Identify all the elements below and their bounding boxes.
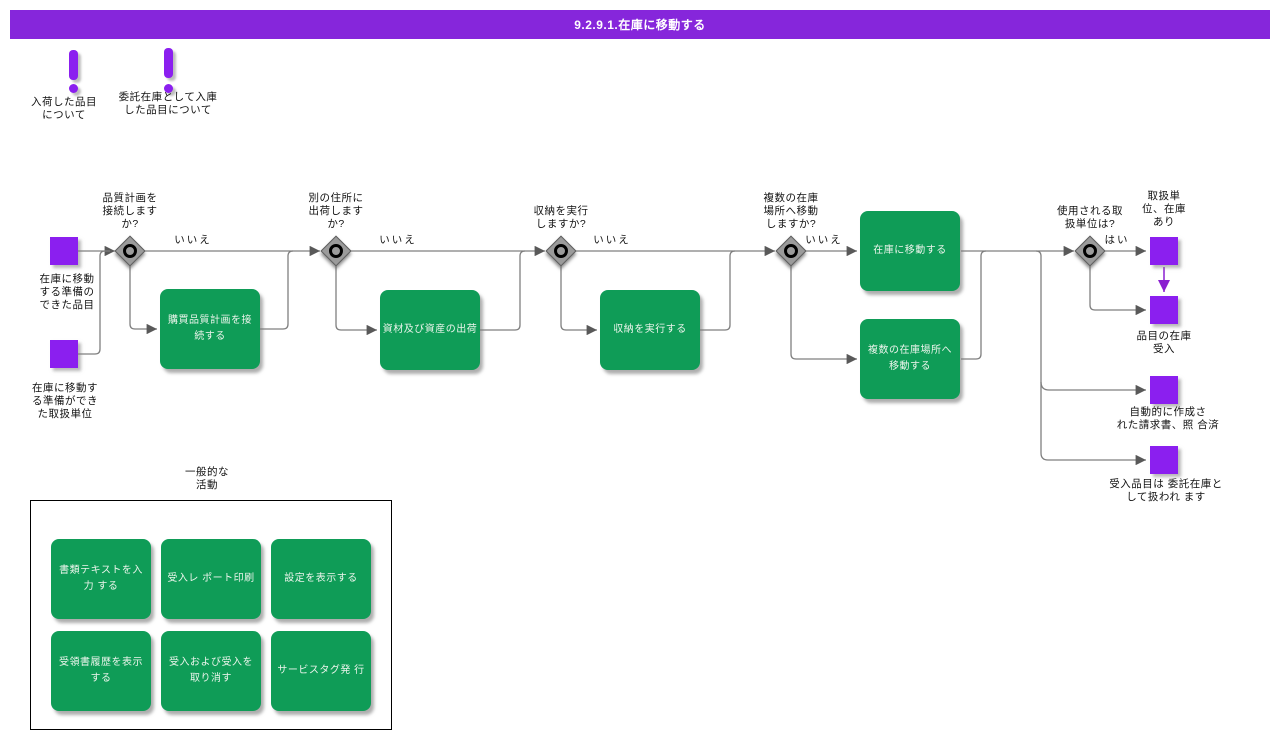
branch-label-no: いいえ xyxy=(174,234,212,246)
gateway-question: 品質計画を 接続します か? xyxy=(102,192,158,230)
note-label: 委託在庫として入庫 した品目について xyxy=(118,91,218,116)
start-event-label: 在庫に移動す る準備ができ た取扱単位 xyxy=(32,382,98,420)
branch-label-yes: はい xyxy=(1104,234,1130,246)
note-exclamation-dot-icon[interactable] xyxy=(164,84,173,93)
gateway-question: 使用される取 扱単位は? xyxy=(1057,205,1123,230)
end-event-label: 品目の在庫 受入 xyxy=(1136,330,1192,355)
end-event-label: 受入品目は 委託在庫と して扱われ ます xyxy=(1109,478,1223,503)
branch-label-no: いいえ xyxy=(593,234,631,246)
end-event-label: 自動的に作成さ れた請求書、照 合済 xyxy=(1116,406,1220,431)
task-execute-putaway[interactable]: 収納を実行する xyxy=(600,290,700,370)
gateway-ship-to-another-address xyxy=(320,235,352,267)
gateway-question: 別の住所に 出荷します か? xyxy=(308,192,364,230)
end-event-handling-unit-stock xyxy=(1150,237,1178,265)
button-issue-service-tag[interactable]: サービスタグ発 行 xyxy=(271,631,371,711)
start-event-handling-units-ready xyxy=(50,340,78,368)
page-title: 9.2.9.1.在庫に移動する xyxy=(574,18,706,32)
task-follow-purchase-quality-plan[interactable]: 購買品質計画を接 続する xyxy=(160,289,260,369)
note-exclamation-icon[interactable] xyxy=(69,50,78,80)
end-event-label: 取扱単 位、在庫 あり xyxy=(1142,190,1186,228)
common-activities-title: 一般的な 活動 xyxy=(185,466,229,491)
button-print-receiving-report[interactable]: 受入レ ポート印刷 xyxy=(161,539,261,619)
note-exclamation-icon[interactable] xyxy=(164,48,173,78)
gateway-question: 収納を実行 しますか? xyxy=(533,205,589,230)
end-event-consignment-stock xyxy=(1150,446,1178,474)
task-move-to-multiple-stock-locations[interactable]: 複数の在庫場所へ 移動する xyxy=(860,319,960,399)
common-activities-panel: 書類テキストを入 力 する 受入レ ポート印刷 設定を表示する 受領書履歴を表示… xyxy=(30,500,392,730)
task-ship-materials-and-assets[interactable]: 資材及び資産の出荷 xyxy=(380,290,480,370)
note-exclamation-dot-icon[interactable] xyxy=(69,84,78,93)
button-receive-and-cancel-receipt[interactable]: 受入および受入を 取り消す xyxy=(161,631,261,711)
branch-label-no: いいえ xyxy=(805,234,843,246)
start-event-label: 在庫に移動 する準備の できた品目 xyxy=(39,273,95,311)
gateway-execute-putaway xyxy=(545,235,577,267)
task-move-to-stock[interactable]: 在庫に移動する xyxy=(860,211,960,291)
button-view-settings[interactable]: 設定を表示する xyxy=(271,539,371,619)
start-event-items-ready xyxy=(50,237,78,265)
branch-label-no: いいえ xyxy=(379,234,417,246)
title-bar: 9.2.9.1.在庫に移動する xyxy=(10,10,1270,39)
button-enter-document-text[interactable]: 書類テキストを入 力 する xyxy=(51,539,151,619)
button-view-receipt-history[interactable]: 受領書履歴を表示 する xyxy=(51,631,151,711)
end-event-auto-created-invoice xyxy=(1150,376,1178,404)
gateway-quality-plan xyxy=(114,235,146,267)
end-event-item-stock-receipt xyxy=(1150,296,1178,324)
gateway-question: 複数の在庫 場所へ移動 しますか? xyxy=(763,192,819,230)
note-label: 入荷した品目 について xyxy=(31,96,97,121)
